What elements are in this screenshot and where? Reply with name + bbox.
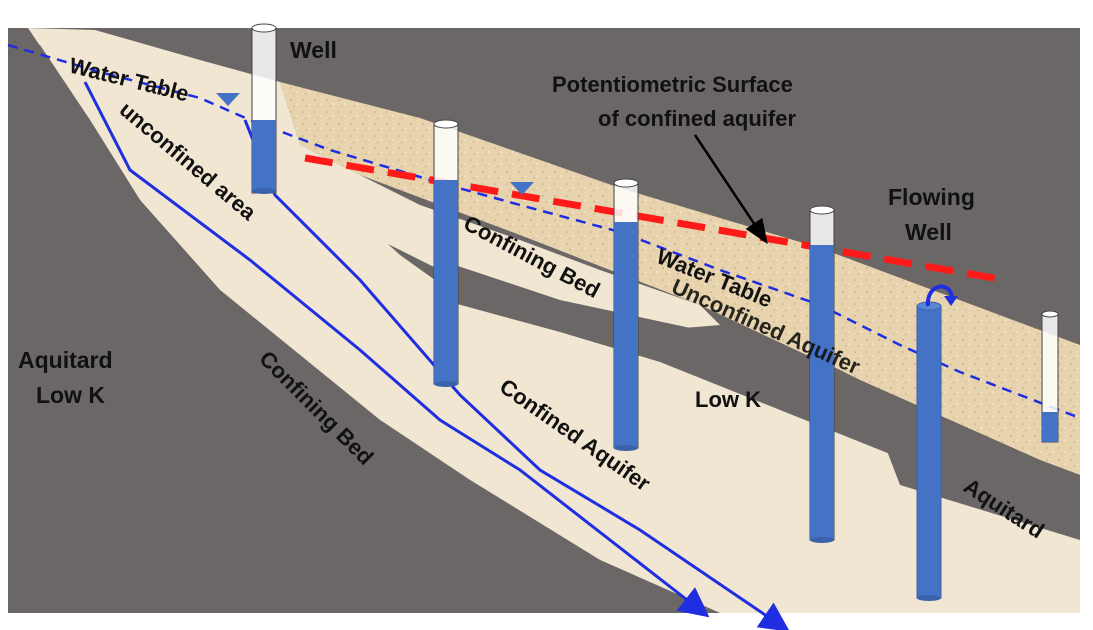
low-k-label: Low K [695,387,761,412]
flowing-well-label-line1: Flowing [888,184,975,210]
potentiometric-surface-line [304,154,1006,284]
unconfined-aquifer-layer [280,82,1080,475]
potentiometric-label-line2: of confined aquifer [598,106,796,131]
aquitard-right [860,380,1080,540]
well-3 [613,178,639,451]
potentiometric-label-line1: Potentiometric Surface [552,72,793,97]
aquitard-label-left-line1: Aquitard [18,347,113,373]
flow-line-2 [243,119,790,630]
well-4 [809,205,835,543]
confined-aquifer-band [420,300,1080,613]
overflow-arrow-icon [925,284,954,307]
potentiometric-pointer-arrow [693,134,768,245]
well-label: Well [290,37,337,63]
flow-line-1 [83,81,710,618]
water-table-triangle-icon [510,182,534,195]
sand-lens-upper [255,145,720,330]
flowing-well-label-line2: Well [905,219,952,245]
water-table-triangle-icon [216,93,240,106]
water-table-line [7,43,1081,420]
well-1 [251,23,277,194]
flowing-well [916,301,942,601]
well-2 [433,119,459,387]
aquitard-label-left-line2: Low K [36,382,105,408]
confining-bed-left-shape [8,40,720,613]
overflow-arrowhead-icon [944,296,958,306]
well-6 [1041,310,1059,443]
